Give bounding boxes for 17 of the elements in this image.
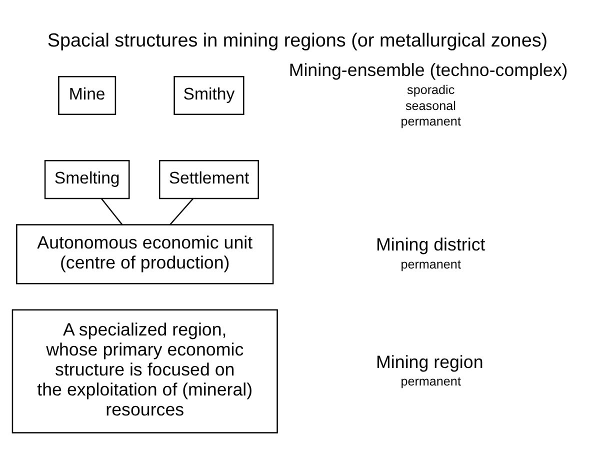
node-box: A specialized region, whose primary economic structure is focused on the exploitation of (mineral) resources [12,309,278,434]
label: permanent [400,257,461,272]
label: permanent [400,114,461,129]
node-box: Settlement [158,160,259,200]
label: Mining-ensemble (techno-complex) [288,60,568,80]
node-box: Smelting [44,160,130,200]
node-box: Autonomous economic unit (centre of production) [16,224,274,284]
connector [100,198,123,226]
label: sporadic [407,83,455,98]
label: Mining district [376,234,486,255]
label: seasonal [405,98,456,113]
node-box: Mine [58,76,116,116]
label: permanent [400,374,461,389]
node-box: Smithy [174,76,244,116]
diagram-title: Spacial structures in mining regions (or metallurgical zones) [47,30,548,52]
label: Mining region [376,352,484,372]
connector [170,198,194,226]
